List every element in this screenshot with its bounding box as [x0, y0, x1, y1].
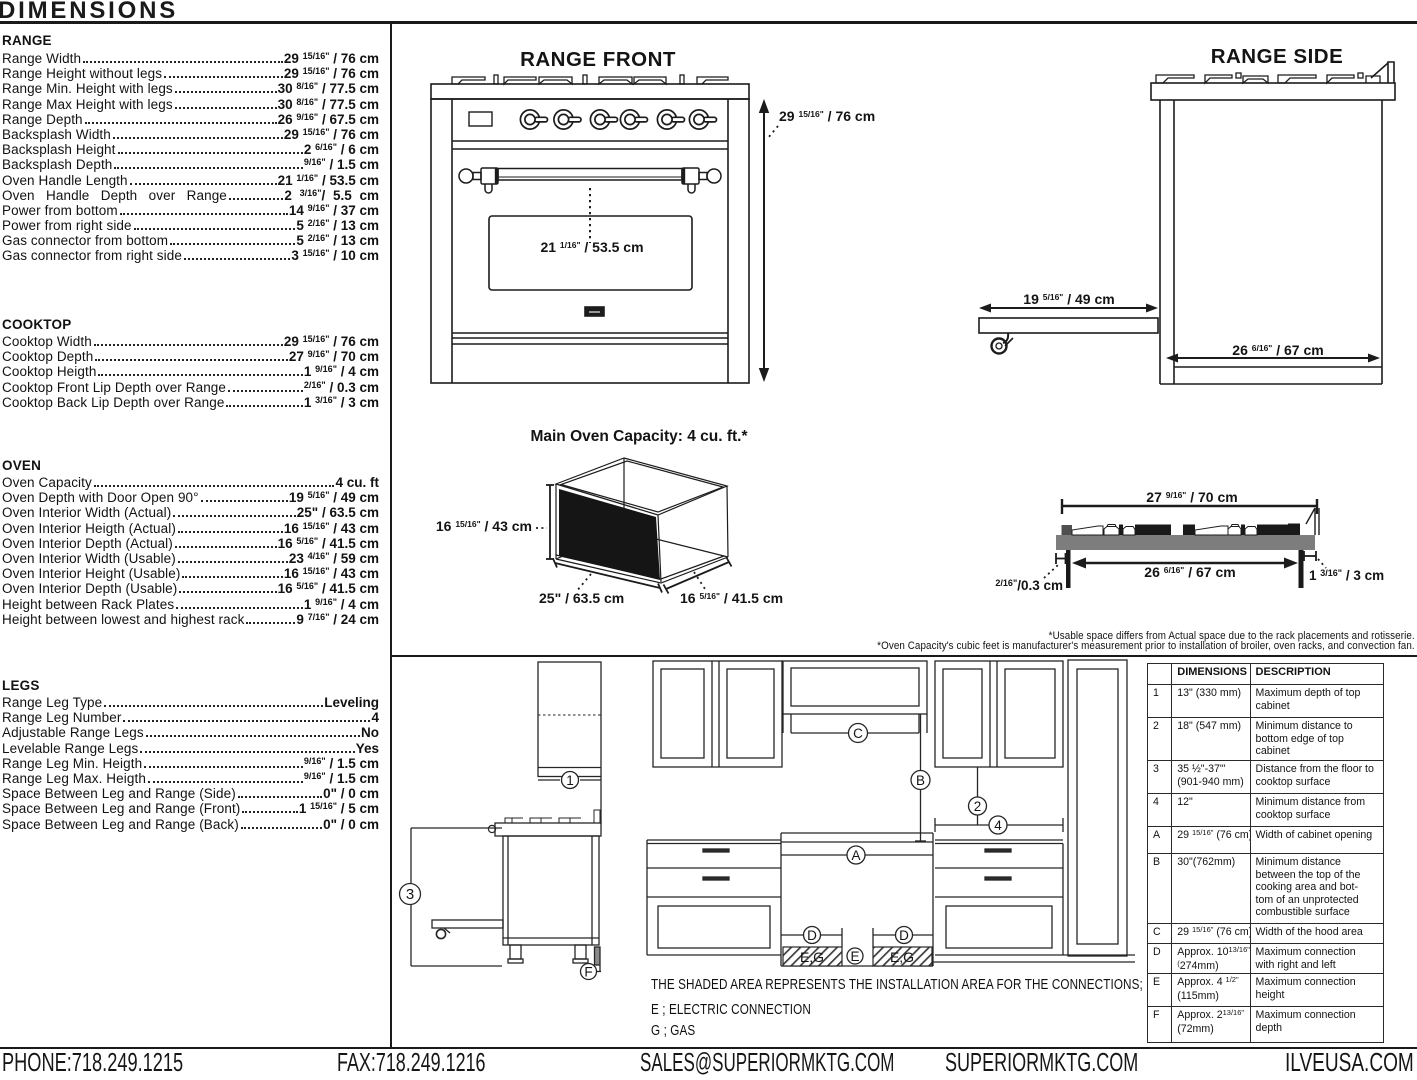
svg-text:2: 2 [974, 799, 982, 814]
svg-text:16 5/16" / 41.5 cm: 16 5/16" / 41.5 cm [680, 590, 783, 606]
svg-text:1 3/16" / 3 cm: 1 3/16" / 3 cm [1309, 568, 1384, 583]
svg-text:1: 1 [566, 773, 574, 788]
svg-text:3: 3 [406, 886, 414, 903]
svg-text:E,G: E,G [800, 949, 824, 965]
svg-text:26 6/16" / 67 cm: 26 6/16" / 67 cm [1232, 342, 1323, 358]
svg-text:A: A [851, 848, 860, 863]
svg-text:27 9/16" / 70 cm: 27 9/16" / 70 cm [1146, 489, 1237, 505]
svg-text:C: C [853, 726, 863, 741]
svg-text:21 1/16" / 53.5 cm: 21 1/16" / 53.5 cm [540, 239, 643, 255]
svg-text:D: D [807, 928, 817, 943]
svg-text:Main Oven Capacity: 4 cu. ft.*: Main Oven Capacity: 4 cu. ft.* [530, 428, 748, 445]
svg-text:16 15/16" / 43 cm: 16 15/16" / 43 cm [436, 518, 532, 534]
svg-text:2/16"/0.3 cm: 2/16"/0.3 cm [995, 578, 1063, 593]
svg-text:E,G: E,G [890, 949, 914, 965]
svg-text:B: B [916, 773, 925, 788]
svg-text:RANGE FRONT: RANGE FRONT [520, 48, 676, 71]
svg-text:29 15/16" / 76 cm: 29 15/16" / 76 cm [779, 108, 875, 124]
svg-text:19 5/16" / 49 cm: 19 5/16" / 49 cm [1023, 291, 1114, 307]
svg-text:25" / 63.5 cm: 25" / 63.5 cm [539, 590, 624, 606]
svg-text:RANGE SIDE: RANGE SIDE [1211, 45, 1344, 68]
svg-text:26 6/16" / 67 cm: 26 6/16" / 67 cm [1144, 564, 1235, 580]
svg-text:4: 4 [994, 818, 1002, 833]
svg-text:E: E [850, 949, 859, 964]
svg-text:F: F [584, 965, 592, 980]
svg-text:D: D [899, 928, 909, 943]
